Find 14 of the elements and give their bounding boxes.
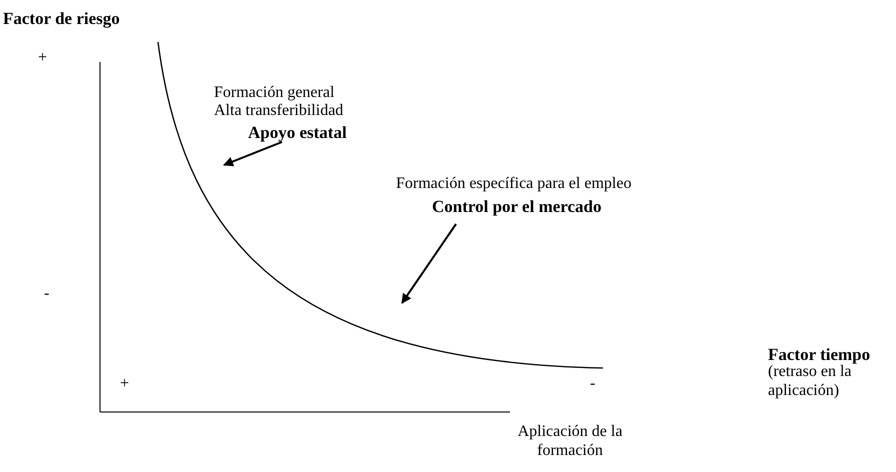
axis-title: Aplicación de la formación bbox=[516, 422, 624, 460]
annotation-text: Formación general Alta transferibilidad bbox=[214, 84, 344, 120]
annotation-heading: Control por el mercado bbox=[432, 196, 602, 218]
axis-note: (retraso en la aplicación) bbox=[768, 363, 852, 400]
plus-sign: + bbox=[120, 374, 130, 394]
arrow bbox=[223, 141, 282, 166]
minus-sign: - bbox=[590, 374, 596, 394]
axis-title: Factor tiempo bbox=[768, 344, 870, 365]
plus-sign: + bbox=[38, 48, 48, 68]
annotation-text: Formación específica para el empleo bbox=[396, 174, 632, 194]
annotation-heading: Apoyo estatal bbox=[248, 122, 347, 144]
axis-title: Factor de riesgo bbox=[3, 8, 120, 30]
minus-sign: - bbox=[44, 284, 50, 304]
arrow bbox=[401, 223, 457, 304]
